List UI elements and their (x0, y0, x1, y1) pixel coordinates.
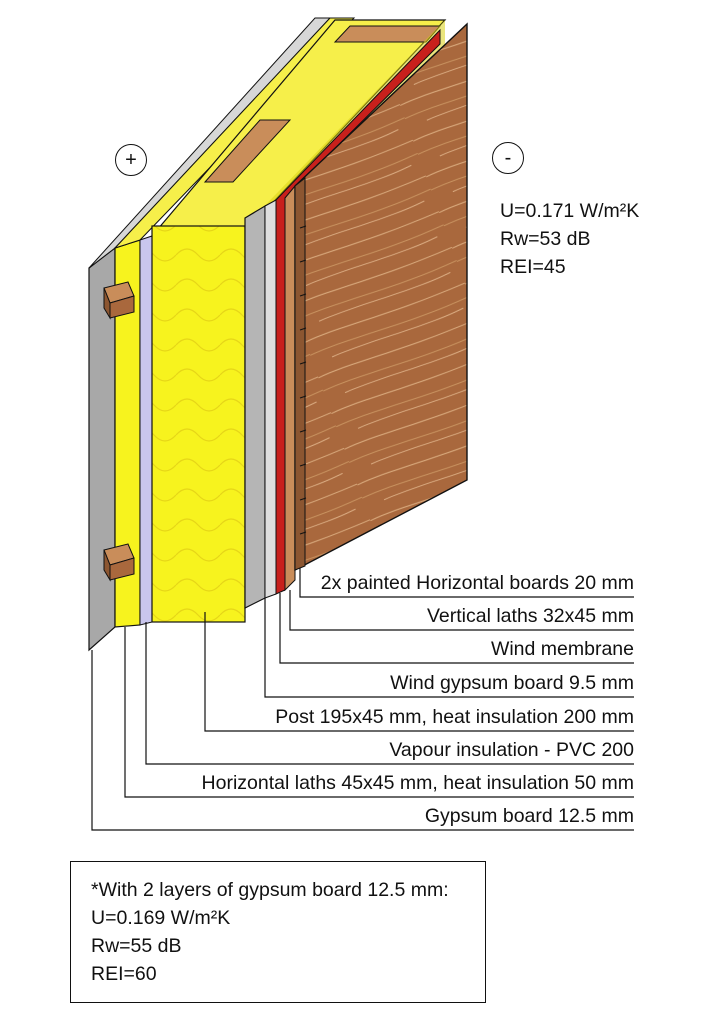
wall-properties: U=0.171 W/m²K Rw=53 dB REI=45 (500, 197, 639, 281)
layer-label-exterior-boards: 2x painted Horizontal boards 20 mm (320, 572, 634, 594)
inside-symbol: + (115, 144, 147, 176)
note-u-value: U=0.169 W/m²K (91, 907, 231, 929)
layer-label-horizontal-laths: Horizontal laths 45x45 mm, heat insulati… (201, 772, 634, 794)
note-rw-value: Rw=55 dB (91, 935, 182, 957)
layer-label-post: Post 195x45 mm, heat insulation 200 mm (275, 706, 634, 728)
u-value: U=0.171 W/m²K (500, 200, 640, 222)
vapour-barrier (139, 235, 153, 626)
layer-label-vertical-laths: Vertical laths 32x45 mm (426, 605, 634, 627)
note-rei-value: REI=60 (91, 963, 157, 985)
layer-label-gypsum-board: Gypsum board 12.5 mm (424, 805, 634, 827)
exterior-boards (294, 22, 468, 572)
layer-label-wind-gypsum: Wind gypsum board 9.5 mm (390, 672, 634, 694)
vertical-laths (284, 184, 296, 592)
layer-label-wind-membrane: Wind membrane (490, 638, 634, 660)
layer-label-vapour: Vapour insulation - PVC 200 (389, 739, 634, 761)
outside-symbol: - (492, 142, 524, 174)
rw-value: Rw=53 dB (500, 228, 591, 250)
note-heading: *With 2 layers of gypsum board 12.5 mm: (91, 879, 449, 901)
leader-lines (91, 568, 634, 831)
wind-gypsum-board (244, 204, 266, 609)
note-box: *With 2 layers of gypsum board 12.5 mm: … (70, 861, 486, 1003)
rei-value: REI=45 (500, 256, 566, 278)
